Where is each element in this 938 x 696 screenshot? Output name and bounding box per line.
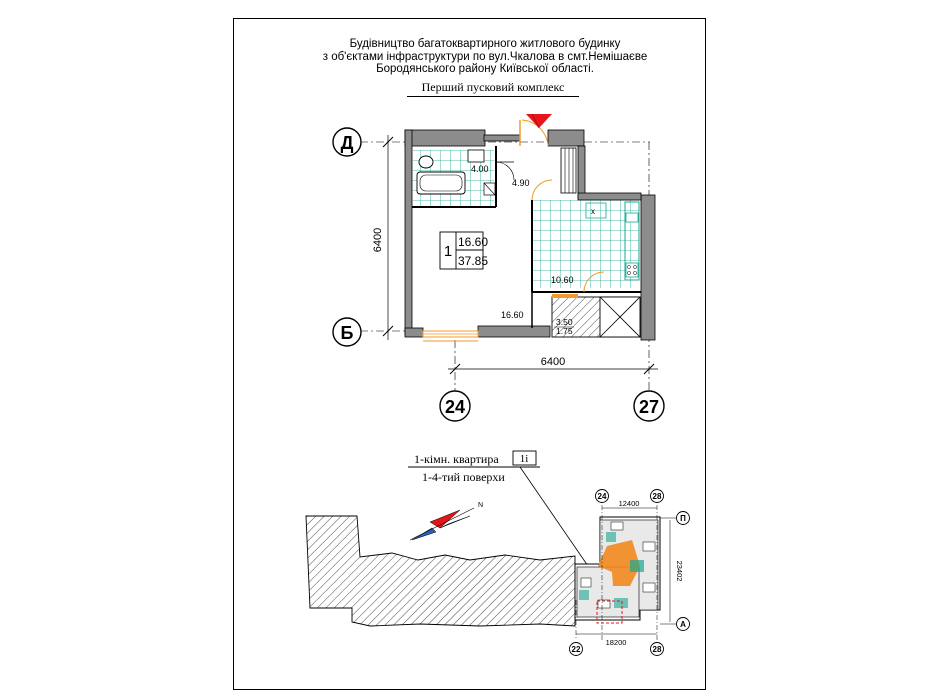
site-apartment-highlight — [596, 600, 623, 624]
legend-floors: 1-4-тий поверхи — [422, 470, 505, 484]
kitchen-counter — [624, 201, 640, 281]
sink-icon — [467, 149, 485, 163]
apartment-tag: 1 16.60 37.85 — [439, 231, 488, 270]
balcony-area-label: 3.50 — [556, 317, 573, 327]
bathtub-icon — [416, 171, 466, 195]
site-axis-row-top: П — [680, 514, 686, 523]
balcony-door — [552, 294, 578, 298]
site-dim-side: 23402 — [675, 561, 684, 582]
site-axis-row-bottom: А — [680, 620, 686, 629]
apartment-total-area: 37.85 — [458, 254, 488, 268]
axis-label-24: 24 — [445, 397, 465, 417]
vent-shaft — [560, 147, 577, 194]
dim-vertical-label: 6400 — [372, 228, 384, 252]
axis-bubble-27: 27 — [633, 390, 665, 422]
site-plan: 24 28 22 28 П А 12400 18200 23402 N — [305, 489, 690, 656]
stove-icon — [625, 262, 639, 278]
axis-label-b: Б — [341, 323, 354, 343]
axis-bubble-b: Б — [332, 317, 362, 347]
apartment-number: 1 — [444, 243, 452, 260]
axis-bubble-24: 24 — [439, 390, 471, 422]
complex-subtitle: Перший пусковий комплекс — [407, 80, 579, 97]
toilet-icon — [418, 155, 434, 169]
neighbour-building — [305, 515, 576, 627]
axis-bubble-d: Д — [332, 127, 362, 157]
apartment-plan: x — [404, 113, 656, 342]
site-axis-bottom-left: 22 — [572, 645, 581, 654]
site-axis-bottom-right: 28 — [653, 645, 662, 654]
site-axis-top-left: 24 — [598, 492, 607, 501]
site-axis-top-right: 28 — [653, 492, 662, 501]
drawing-sheet-frame — [233, 18, 706, 690]
entrance-marker-icon — [526, 114, 552, 128]
dim-horizontal-label: 6400 — [541, 356, 565, 368]
project-title-line-2: з об'єктами інфраструктури по вул.Чкалов… — [322, 50, 648, 63]
site-common-area — [598, 540, 640, 586]
apartment-legend: 1-кімн. квартира 1i 1-4-тий поверхи — [408, 450, 589, 567]
apartment-living-area: 16.60 — [458, 235, 488, 249]
balcony-reduced-label: 1.75 — [556, 326, 573, 336]
site-dim-bottom: 18200 — [606, 638, 627, 647]
compass-rose-icon: N — [409, 502, 483, 541]
site-dim-top: 12400 — [619, 499, 640, 508]
compass-north-label: N — [478, 502, 483, 509]
project-title-line-1: Будівництво багатоквартирного житлового … — [349, 38, 621, 50]
hall-area-label: 4.90 — [512, 178, 530, 188]
living-area-label: 16.60 — [501, 310, 524, 320]
svg-text:x: x — [591, 207, 595, 216]
bath-area-label: 4.00 — [471, 164, 489, 174]
kitchen-area-label: 10.60 — [551, 275, 574, 285]
project-title: Будівництво багатоквартирного житлового … — [300, 38, 670, 76]
axis-label-27: 27 — [639, 397, 659, 417]
project-title-line-3: Бородянського району Київської області. — [376, 63, 594, 75]
axis-label-d: Д — [341, 133, 354, 153]
legend-apartment-type: 1-кімн. квартира — [414, 452, 499, 466]
legend-apartment-code: 1i — [520, 453, 529, 465]
